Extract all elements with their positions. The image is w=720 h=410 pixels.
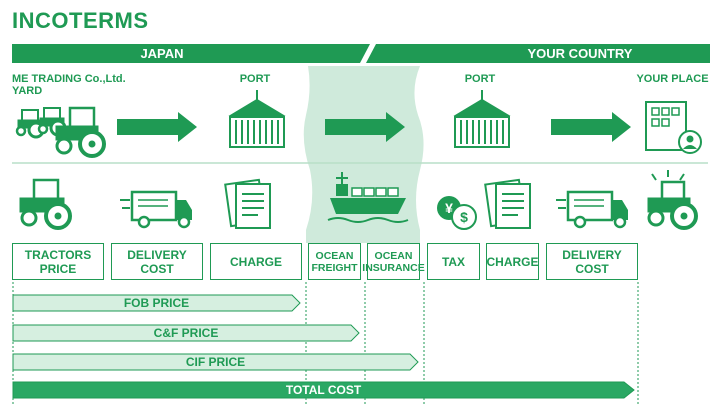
banner-japan: JAPAN [140,46,184,61]
svg-text:$: $ [460,209,468,225]
location-port-destination-label: PORT [464,73,496,85]
building-user-icon [645,101,702,154]
cost-item-delivery-cost: DELIVERY COST [111,243,203,280]
cost-item-ocean-freight: OCEAN FREIGHT [308,243,361,280]
location-port-japan-label: PORT [239,73,271,85]
price-bar-fob [12,294,301,312]
arrow-right-icon [325,112,405,142]
svg-text:¥: ¥ [445,200,453,216]
arrow-right-icon [117,112,197,142]
tractor-icon [19,178,72,230]
cargo-ship-icon [327,172,409,223]
truck-icon [120,190,192,229]
cost-item-tax: TAX [427,243,480,280]
container-crane-icon [228,90,286,148]
price-bar-fob-label: FOB PRICE [123,296,190,310]
cost-item-charge: CHARGE [210,243,302,280]
documents-icon [484,178,531,229]
arrow-right-icon [551,112,631,142]
cost-item-ocean-insurance: OCEAN INSURANCE [362,243,425,280]
location-your-place-label: YOUR PLACE [636,73,709,85]
price-bar-cf [12,324,360,342]
price-bar-cif [12,353,419,371]
truck-icon [556,190,628,229]
cost-item-tractors-price: TRACTORS PRICE [12,243,104,280]
container-crane-icon [453,90,511,148]
banner-your-country: YOUR COUNTRY [527,46,633,61]
price-bar-cf-label: C&F PRICE [153,326,219,340]
cost-item-delivery-cost-destination: DELIVERY COST [546,243,638,280]
coins-icon: ¥ $ [437,196,477,230]
region-banner [12,44,710,63]
location-yard-label: ME TRADING Co.,Ltd. YARD [12,73,126,97]
price-bar-cif-label: CIF PRICE [185,355,246,369]
tractor-icon [647,170,698,230]
tractor-icon [15,106,106,158]
price-bar-total [12,381,635,399]
cost-item-charge-destination: CHARGE [486,243,539,280]
price-bar-total-label: TOTAL COST [285,383,362,397]
documents-icon [224,178,271,229]
page-title: INCOTERMS [12,8,149,33]
